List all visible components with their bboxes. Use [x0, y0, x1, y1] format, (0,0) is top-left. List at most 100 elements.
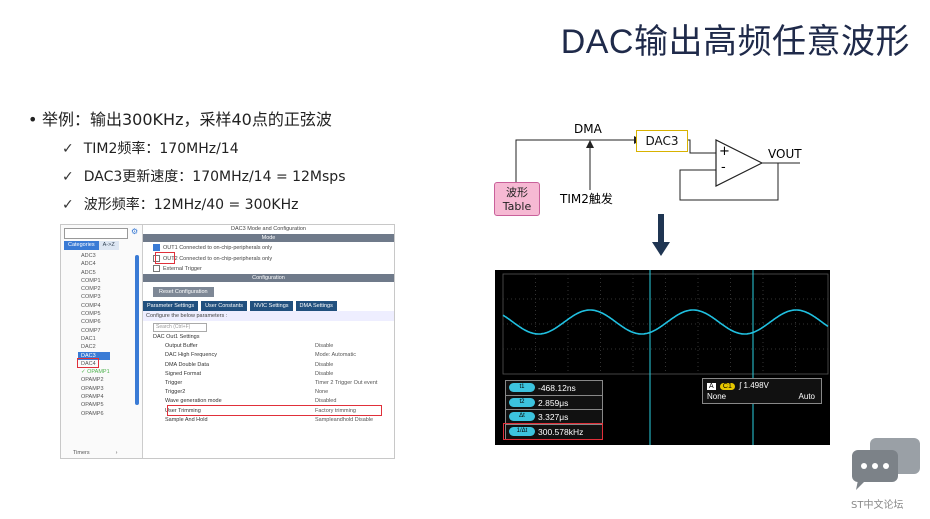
- opamp-plus: +: [719, 144, 730, 159]
- sidebar-scrollbar[interactable]: [135, 255, 139, 405]
- measurement-value: 2.859μs: [538, 397, 569, 408]
- trigger-coupling: None: [707, 392, 727, 401]
- trigger-row: A C1 ∫ 1.498V: [707, 381, 769, 390]
- param-key: Sample And Hold: [165, 416, 208, 423]
- measurement-tag: t2: [509, 397, 535, 407]
- checkbox-out2[interactable]: [153, 255, 160, 263]
- trigger-source: C1: [719, 383, 735, 390]
- bullet-main-text: 举例：输出300KHz，采样40点的正弦波: [42, 110, 332, 129]
- param-value: Disable: [315, 370, 334, 377]
- sidebar-item-comp6[interactable]: COMP6: [81, 319, 101, 326]
- sidebar-item-comp5[interactable]: COMP5: [81, 311, 101, 318]
- check-icon: ✓: [62, 197, 74, 213]
- highlight-frequency: [503, 423, 603, 440]
- sidebar-item-adc3[interactable]: ADC3: [81, 253, 96, 259]
- mode-out1[interactable]: OUT1 Connected to on-chip-peripherals on…: [143, 242, 394, 254]
- param-key: User Trimming: [165, 407, 201, 414]
- arrow-tim2: [586, 140, 594, 148]
- sidebar-item-comp2[interactable]: COMP2: [81, 286, 101, 293]
- sidebar-item-comp7[interactable]: COMP7: [81, 327, 101, 334]
- param-key: Signed Format: [165, 370, 202, 377]
- tab-nvic-settings[interactable]: NVIC Settings: [249, 301, 293, 311]
- timers-label: Timers: [73, 450, 90, 456]
- mode-header: Mode: [143, 234, 394, 242]
- sine-waveform: [502, 309, 829, 335]
- tab-user-constants[interactable]: User Constants: [201, 301, 247, 311]
- gear-icon[interactable]: ⚙: [131, 227, 139, 236]
- sidebar-item-adc5[interactable]: ADC5: [81, 269, 96, 276]
- table-line2: Table: [502, 200, 532, 213]
- trigger-channel: A: [707, 383, 716, 390]
- configuration-header: Configuration: [143, 274, 394, 282]
- bullet-sub-text: TIM2频率：170MHz/14: [83, 141, 239, 157]
- tab-dma-settings[interactable]: DMA Settings: [295, 301, 337, 311]
- mode-out2-label: OUT2 Connected to on-chip-peripherals on…: [163, 256, 273, 262]
- bullet-sub-2: ✓DAC3更新速度：170MHz/14 = 12Msps: [62, 166, 346, 186]
- sidebar-item-comp1[interactable]: COMP1: [81, 277, 101, 284]
- mode-ext-trigger[interactable]: External Trigger: [143, 264, 394, 274]
- tab-parameter-settings[interactable]: Parameter Settings: [143, 301, 199, 311]
- param-search-row: Search (Ctrl+F): [143, 321, 394, 333]
- sidebar-tabs: Categories A->Z: [64, 241, 119, 250]
- param-row[interactable]: User Trimming Factory trimming: [143, 407, 394, 416]
- sidebar-item-opamp3[interactable]: OPAMP3: [81, 385, 104, 392]
- param-value: Factory trimming: [315, 407, 356, 414]
- param-row[interactable]: Signed Format Disable: [143, 370, 394, 379]
- sidebar-item-comp4[interactable]: COMP4: [81, 302, 101, 309]
- param-key: Trigger: [165, 379, 183, 386]
- param-value: Timer 2 Trigger Out event: [315, 379, 378, 386]
- param-row[interactable]: DAC Out1 Settings: [143, 333, 394, 342]
- sidebar-item-opamp6[interactable]: OPAMP6: [81, 410, 104, 417]
- sidebar-search-input[interactable]: [64, 228, 128, 239]
- param-row[interactable]: Sample And Hold Sampleandhold Disable: [143, 416, 394, 425]
- trigger-panel: A C1 ∫ 1.498V None Auto: [702, 378, 822, 404]
- measurement-value: 3.327μs: [538, 412, 569, 422]
- edge-icon: ∫: [739, 381, 742, 390]
- bullet-sub-text: 波形频率：12MHz/40 = 300KHz: [83, 197, 299, 213]
- checkbox-out1[interactable]: [153, 244, 160, 252]
- reset-configuration-button[interactable]: Reset Configuration: [153, 287, 214, 297]
- sidebar-item-opamp5[interactable]: OPAMP5: [81, 402, 104, 409]
- tab-az[interactable]: A->Z: [98, 241, 119, 250]
- sidebar-item-adc4[interactable]: ADC4: [81, 261, 96, 268]
- param-key: Wave generation mode: [165, 398, 222, 405]
- param-value: Sampleandhold Disable: [315, 416, 374, 423]
- param-search-input[interactable]: Search (Ctrl+F): [153, 323, 207, 332]
- highlight-trigger: [167, 405, 382, 416]
- sidebar-item-comp3[interactable]: COMP3: [81, 294, 101, 301]
- bullet-dot: •: [28, 110, 38, 129]
- sidebar-item-dac2[interactable]: DAC2: [81, 344, 96, 351]
- highlight-out1: [155, 252, 175, 264]
- tab-categories[interactable]: Categories: [64, 241, 99, 250]
- sidebar-item-opamp4[interactable]: OPAMP4: [81, 394, 104, 401]
- check-icon: ✓: [62, 141, 74, 157]
- sidebar-item-opamp2[interactable]: OPAMP2: [81, 377, 104, 384]
- sidebar-item-dac3[interactable]: DAC3: [78, 351, 110, 360]
- mode-ext-label: External Trigger: [163, 266, 202, 272]
- param-value: Mode: Automatic: [315, 352, 356, 359]
- sidebar-item-dac1[interactable]: DAC1: [81, 335, 96, 342]
- table-line1: 波形: [506, 186, 528, 199]
- param-row[interactable]: Trigger Timer 2 Trigger Out event: [143, 379, 394, 388]
- sidebar-item-opamp1[interactable]: ✓ OPAMP1: [81, 369, 110, 376]
- mode-out2[interactable]: OUT2 Connected to on-chip-peripherals on…: [143, 254, 394, 264]
- trigger-level: 1.498V: [743, 381, 769, 390]
- parameter-tabs: Parameter Settings User Constants NVIC S…: [143, 301, 394, 311]
- check-icon: ✓: [62, 169, 74, 185]
- measurement-tag: 1/Δt: [509, 426, 535, 436]
- checkbox-ext[interactable]: [153, 265, 160, 273]
- measurement-value: 300.578kHz: [538, 426, 584, 437]
- param-key: DMA Double Data: [165, 361, 210, 368]
- sidebar-item-timers[interactable]: Timers ›: [73, 450, 118, 456]
- sidebar-item-dac4[interactable]: DAC4: [81, 360, 96, 367]
- vout-label: VOUT: [768, 147, 802, 161]
- configure-text: Configure the below parameters :: [143, 311, 394, 321]
